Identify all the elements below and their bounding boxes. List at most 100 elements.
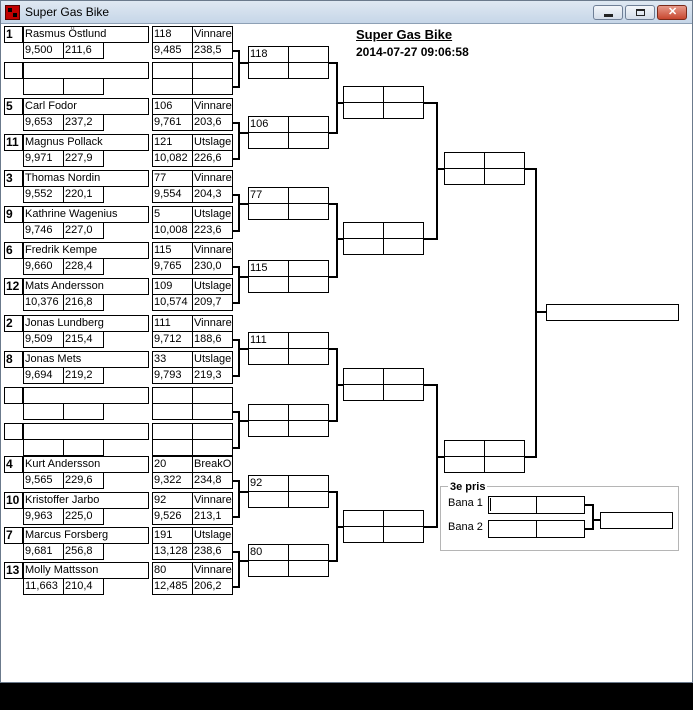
result-field[interactable]: Vinnare [192, 170, 233, 187]
heat-speed-field[interactable]: 206,2 [192, 578, 233, 595]
result-field[interactable]: Utslagen [192, 278, 233, 295]
result-field[interactable]: BreakOut [192, 456, 233, 473]
heat-speed-field[interactable]: 188,6 [192, 331, 233, 348]
speed-field[interactable]: 256,8 [63, 543, 104, 560]
heat-number-field[interactable]: 20 [152, 456, 193, 473]
heat-speed-field[interactable]: 209,7 [192, 294, 233, 311]
round2-time-field[interactable] [248, 560, 289, 577]
result-field[interactable] [192, 62, 233, 79]
heat-time-field[interactable]: 10,008 [152, 222, 193, 239]
semifinal-field[interactable] [484, 456, 525, 473]
rider-name-field[interactable]: Thomas Nordin [23, 170, 149, 187]
result-field[interactable]: Utslagen [192, 206, 233, 223]
heat-speed-field[interactable] [192, 403, 233, 420]
round2-time-field[interactable] [248, 132, 289, 149]
round2-speed-field[interactable] [288, 203, 329, 220]
reaction-time-field[interactable]: 9,746 [23, 222, 64, 239]
heat-speed-field[interactable]: 226,6 [192, 150, 233, 167]
heat-number-field[interactable]: 111 [152, 315, 193, 332]
heat-speed-field[interactable] [192, 439, 233, 456]
result-field[interactable] [192, 423, 233, 440]
semifinal-field[interactable] [444, 456, 485, 473]
round3-field[interactable] [343, 368, 384, 385]
seed-box[interactable]: 6 [4, 242, 23, 259]
heat-time-field[interactable]: 10,082 [152, 150, 193, 167]
round2-speed-field[interactable] [288, 560, 329, 577]
heat-number-field[interactable] [152, 62, 193, 79]
heat-number-field[interactable]: 5 [152, 206, 193, 223]
round2-heat-number-field[interactable]: 77 [248, 187, 289, 204]
round2-time-field[interactable] [248, 203, 289, 220]
heat-time-field[interactable]: 9,761 [152, 114, 193, 131]
round2-heat-number-field[interactable]: 92 [248, 475, 289, 492]
round3-field[interactable] [383, 222, 424, 239]
reaction-time-field[interactable]: 9,565 [23, 472, 64, 489]
reaction-time-field[interactable]: 9,660 [23, 258, 64, 275]
round2-heat-number-field[interactable]: 106 [248, 116, 289, 133]
result-field[interactable]: Utslagen [192, 134, 233, 151]
heat-speed-field[interactable]: 238,5 [192, 42, 233, 59]
heat-time-field[interactable]: 9,712 [152, 331, 193, 348]
heat-number-field[interactable]: 109 [152, 278, 193, 295]
round2-result-field[interactable] [288, 404, 329, 421]
reaction-time-field[interactable]: 9,509 [23, 331, 64, 348]
speed-field[interactable]: 210,4 [63, 578, 104, 595]
title-bar[interactable]: Super Gas Bike ✕ [1, 1, 692, 24]
round3-field[interactable] [383, 238, 424, 255]
speed-field[interactable]: 211,6 [63, 42, 104, 59]
heat-time-field[interactable]: 9,793 [152, 367, 193, 384]
seed-box[interactable]: 7 [4, 527, 23, 544]
reaction-time-field[interactable] [23, 78, 64, 95]
round2-heat-number-field[interactable]: 80 [248, 544, 289, 561]
round2-time-field[interactable] [248, 276, 289, 293]
round2-speed-field[interactable] [288, 62, 329, 79]
rider-name-field[interactable]: Magnus Pollack [23, 134, 149, 151]
rider-name-field[interactable]: Fredrik Kempe [23, 242, 149, 259]
speed-field[interactable]: 229,6 [63, 472, 104, 489]
round3-field[interactable] [343, 526, 384, 543]
heat-time-field[interactable] [152, 78, 193, 95]
rider-name-field[interactable] [23, 423, 149, 440]
round3-field[interactable] [383, 526, 424, 543]
result-field[interactable] [192, 387, 233, 404]
heat-speed-field[interactable]: 238,6 [192, 543, 233, 560]
seed-box[interactable]: 3 [4, 170, 23, 187]
heat-time-field[interactable]: 9,485 [152, 42, 193, 59]
rider-name-field[interactable]: Kurt Andersson [23, 456, 149, 473]
result-field[interactable]: Utslagen [192, 351, 233, 368]
heat-speed-field[interactable]: 230,0 [192, 258, 233, 275]
speed-field[interactable]: 228,4 [63, 258, 104, 275]
rider-name-field[interactable]: Kristoffer Jarbo [23, 492, 149, 509]
heat-number-field[interactable]: 118 [152, 26, 193, 43]
round2-speed-field[interactable] [288, 420, 329, 437]
semifinal-field[interactable] [484, 440, 525, 457]
seed-box[interactable]: 2 [4, 315, 23, 332]
round2-result-field[interactable] [288, 544, 329, 561]
reaction-time-field[interactable]: 9,681 [23, 543, 64, 560]
round2-speed-field[interactable] [288, 132, 329, 149]
semifinal-field[interactable] [444, 440, 485, 457]
heat-speed-field[interactable]: 213,1 [192, 508, 233, 525]
heat-time-field[interactable]: 9,765 [152, 258, 193, 275]
seed-box[interactable]: 9 [4, 206, 23, 223]
speed-field[interactable]: 216,8 [63, 294, 104, 311]
round3-field[interactable] [383, 384, 424, 401]
result-field[interactable]: Vinnare [192, 562, 233, 579]
seed-box[interactable]: 4 [4, 456, 23, 473]
heat-number-field[interactable]: 106 [152, 98, 193, 115]
minimize-button[interactable] [593, 5, 623, 20]
round2-result-field[interactable] [288, 332, 329, 349]
round2-speed-field[interactable] [288, 276, 329, 293]
rider-name-field[interactable]: Carl Fodor [23, 98, 149, 115]
reaction-time-field[interactable]: 11,663 [23, 578, 64, 595]
heat-number-field[interactable]: 92 [152, 492, 193, 509]
heat-speed-field[interactable] [192, 78, 233, 95]
round3-field[interactable] [383, 510, 424, 527]
reaction-time-field[interactable]: 10,376 [23, 294, 64, 311]
maximize-button[interactable] [625, 5, 655, 20]
rider-name-field[interactable]: Marcus Forsberg [23, 527, 149, 544]
speed-field[interactable]: 220,1 [63, 186, 104, 203]
heat-time-field[interactable] [152, 439, 193, 456]
seed-box[interactable]: 12 [4, 278, 23, 295]
seed-box[interactable] [4, 62, 23, 79]
